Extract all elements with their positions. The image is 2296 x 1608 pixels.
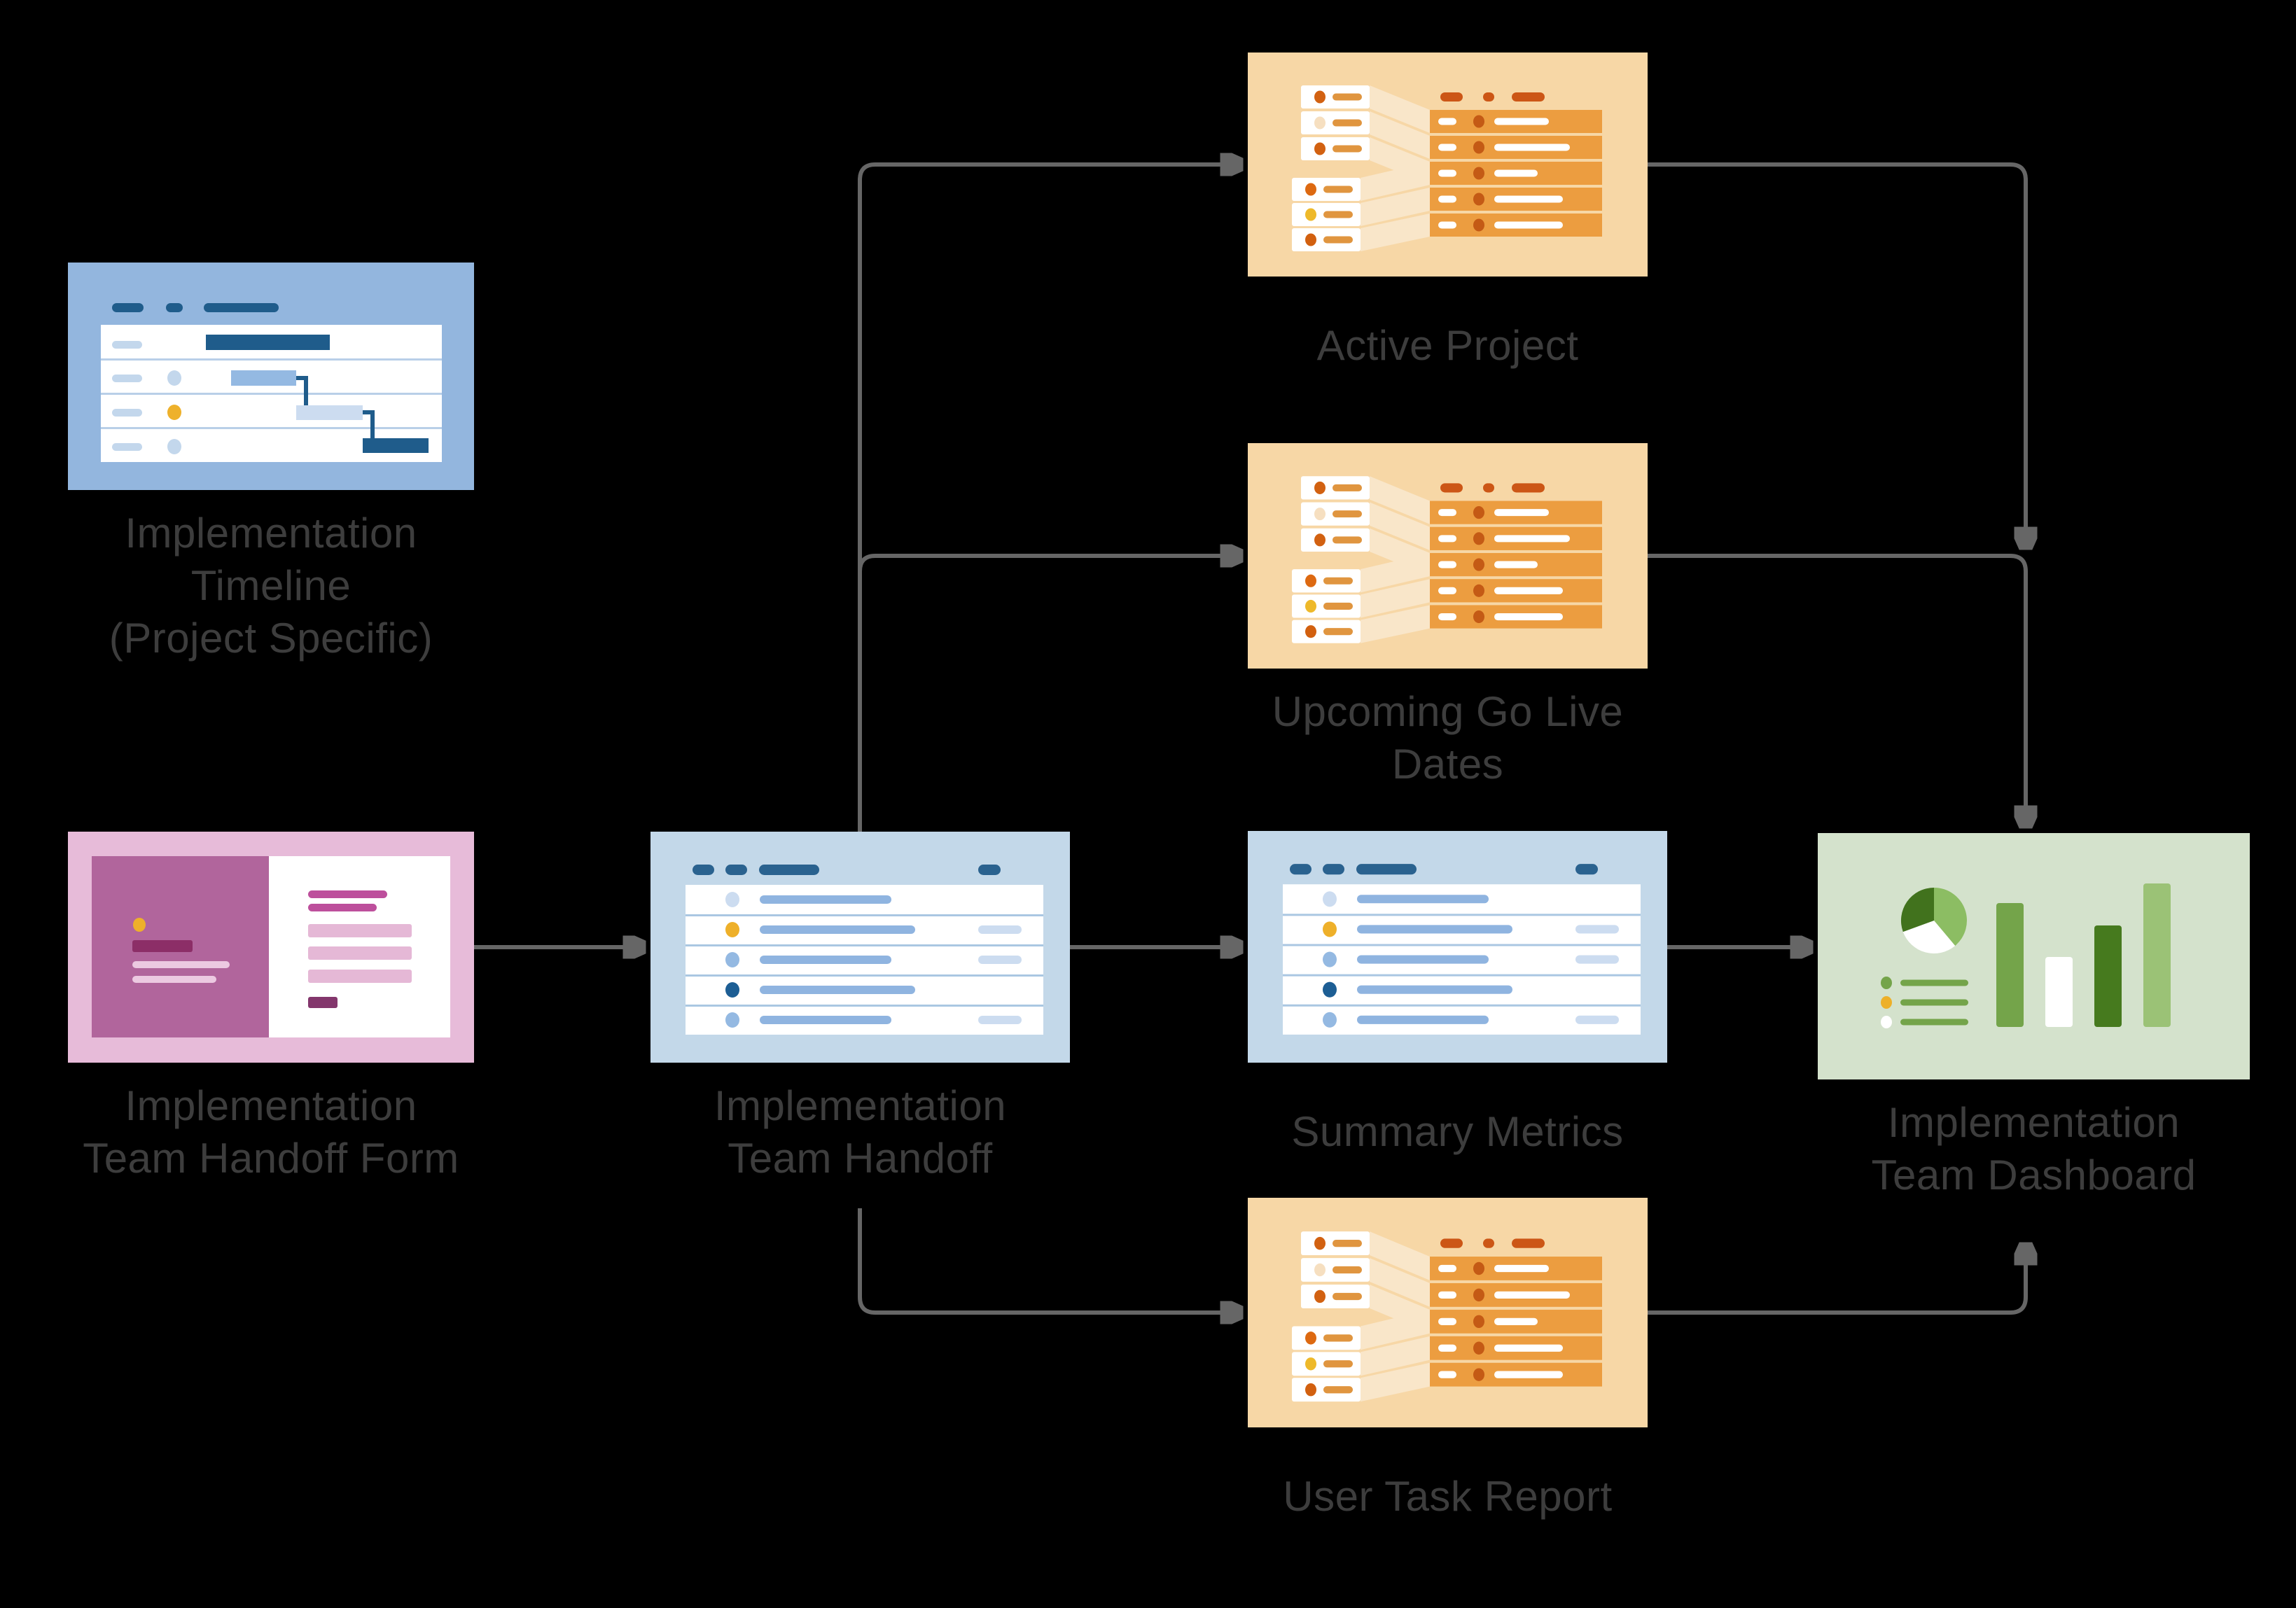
node-label: Implementation Team Dashboard [1871,1099,2197,1198]
dashboard-charts-icon [1818,833,2250,1079]
edge-user-task-report-to-dashboard [1648,1245,2026,1315]
mapping-table-icon [1248,1198,1648,1427]
edge-upcoming-go-live-to-dashboard [1648,554,2026,826]
gantt-chart-icon [68,263,474,490]
edge-handoff-to-upcoming-go-live [858,556,1241,572]
node-label: Implementation Timeline (Project Specifi… [109,510,433,662]
node-label: Upcoming Go Live Dates [1272,688,1624,788]
node-summary-metrics[interactable]: Summary Metrics [1248,831,1667,1155]
node-implementation-timeline[interactable]: Implementation Timeline (Project Specifi… [68,263,474,662]
mapping-table-icon [1248,443,1648,669]
task-list-icon [1248,831,1667,1063]
node-label: Active Project [1316,322,1579,369]
node-active-project[interactable]: Active Project [1248,53,1648,369]
mapping-table-icon [1248,53,1648,277]
node-team-dashboard[interactable]: Implementation Team Dashboard [1818,833,2250,1198]
node-label: User Task Report [1283,1473,1613,1520]
node-user-task-report[interactable]: User Task Report [1248,1198,1648,1520]
edge-active-project-to-dashboard [1648,162,2026,547]
node-label: Implementation Team Handoff [714,1082,1007,1182]
node-label: Summary Metrics [1291,1108,1624,1155]
node-upcoming-go-live-dates[interactable]: Upcoming Go Live Dates [1248,443,1648,788]
task-list-icon [650,832,1070,1063]
node-team-handoff-form[interactable]: Implementation Team Handoff Form [68,832,474,1182]
node-label: Implementation Team Handoff Form [83,1082,459,1182]
edge-handoff-to-active-project [858,165,1241,832]
form-document-icon [68,832,474,1063]
node-team-handoff[interactable]: Implementation Team Handoff [650,832,1070,1182]
edge-handoff-to-user-task-report [858,1208,1241,1313]
